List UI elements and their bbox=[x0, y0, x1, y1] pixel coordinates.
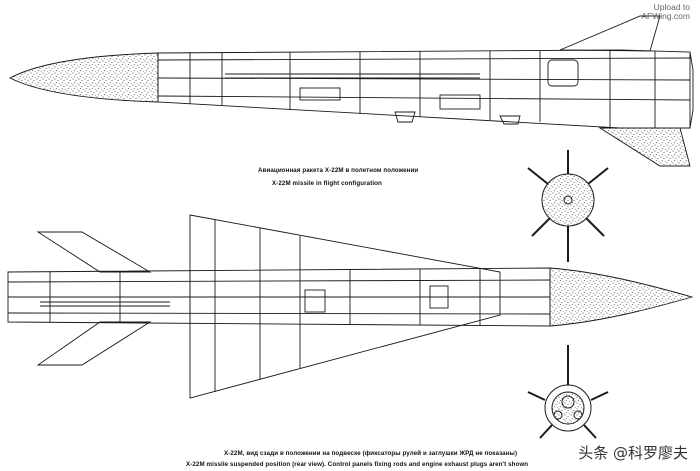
side-ventral-fin bbox=[598, 127, 691, 167]
plan-tail-upper bbox=[36, 231, 152, 273]
watermark: Upload to AFWing.com bbox=[641, 3, 690, 21]
side-body bbox=[157, 49, 691, 129]
plan-tail-lower bbox=[36, 321, 152, 366]
side-nose-cone bbox=[9, 52, 159, 103]
source-text: 头条 @科罗廖夫 bbox=[578, 444, 688, 462]
plan-view bbox=[7, 214, 694, 399]
rear-view-suspended bbox=[527, 345, 609, 439]
caption-flight-en: X-22M missile in flight configuration bbox=[272, 180, 382, 187]
watermark-line1: Upload to bbox=[653, 2, 690, 12]
plan-delta-wing bbox=[189, 214, 501, 399]
source-label: 头条 @科罗廖夫 bbox=[578, 442, 688, 463]
watermark-line2: AFWing.com bbox=[641, 11, 690, 21]
side-view bbox=[9, 15, 694, 167]
caption-flight-ru: Авиационная ракета Х-22М в полетном поло… bbox=[258, 167, 419, 174]
caption-suspended-en: X-22M missile suspended position (rear v… bbox=[186, 461, 529, 468]
caption-suspended-ru: Х-22М, вид сзади в положении на подвеске… bbox=[224, 450, 518, 457]
rear-view-flight bbox=[527, 150, 609, 262]
side-dorsal-fin bbox=[559, 15, 661, 52]
plan-nose-cone bbox=[549, 267, 694, 327]
